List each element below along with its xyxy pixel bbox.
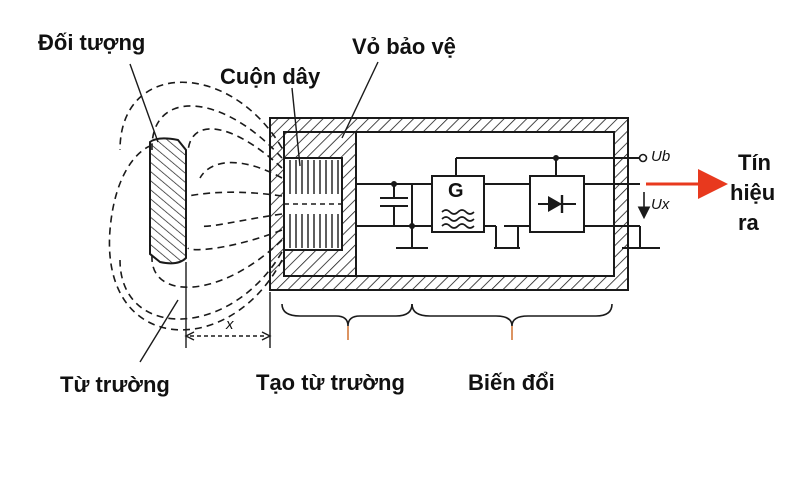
brace-ticks xyxy=(347,326,513,340)
label-coil: Cuộn dây xyxy=(220,64,321,89)
coil-block xyxy=(283,131,357,277)
label-supply: Ub xyxy=(651,148,671,165)
leader-lines xyxy=(129,61,379,363)
label-distance: x xyxy=(226,316,234,333)
label-housing: Vỏ bảo vệ xyxy=(352,34,456,59)
magnetic-field-lines xyxy=(108,81,283,331)
section-braces xyxy=(281,303,613,327)
distance-dimension xyxy=(184,262,272,348)
target-object xyxy=(149,137,187,265)
rectifier-box xyxy=(529,175,585,233)
label-output-line3: ra xyxy=(738,210,759,235)
label-field: Từ trường xyxy=(60,372,170,397)
label-field-gen: Tạo từ trường xyxy=(256,370,405,395)
generator-box xyxy=(431,175,485,233)
label-voltage-out: Ux xyxy=(651,196,670,213)
label-output-line1: Tín xyxy=(738,150,771,175)
supply-terminal xyxy=(638,153,648,163)
label-generator: G xyxy=(448,180,464,202)
label-converter: Biến đổi xyxy=(468,370,555,395)
label-object: Đối tượng xyxy=(38,30,146,55)
label-output-line2: hiệu xyxy=(730,180,776,205)
circuit-nodes xyxy=(391,155,559,229)
